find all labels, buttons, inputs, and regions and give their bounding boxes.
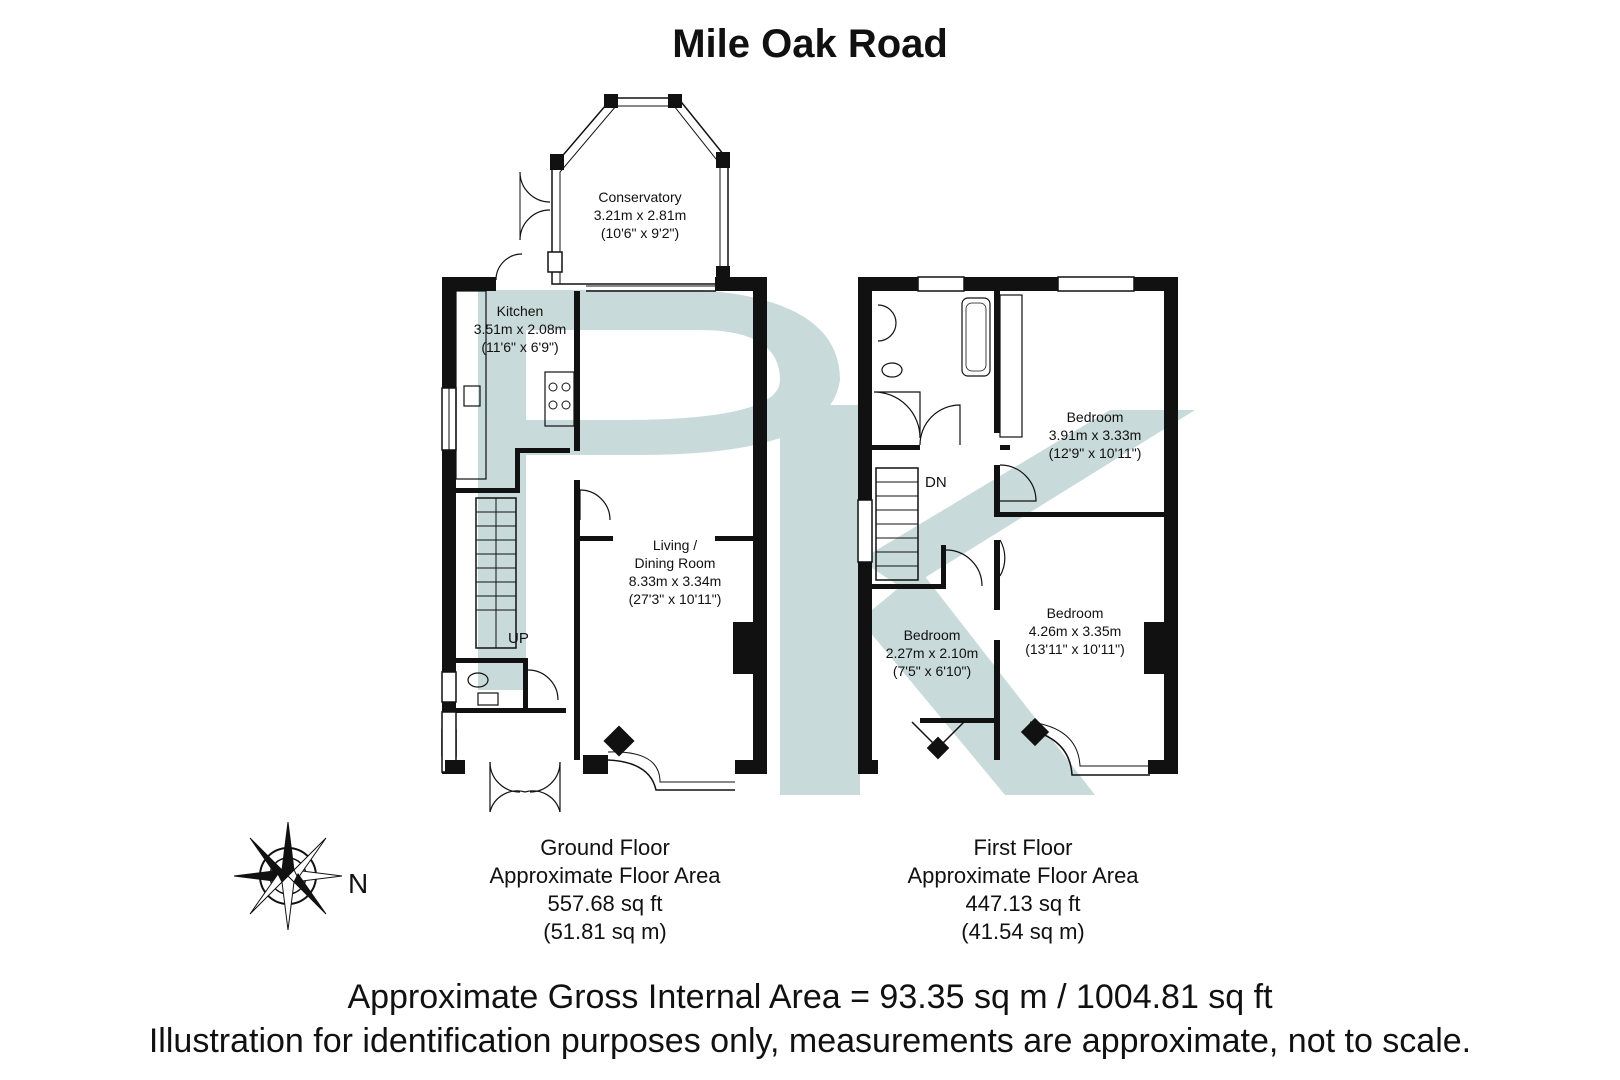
room-imperial: (12'9" x 10'11"): [1048, 445, 1142, 461]
room-name: Conservatory: [598, 189, 682, 205]
room-imperial: (13'11" x 10'11"): [1025, 641, 1125, 657]
room-name: Bedroom: [903, 627, 961, 643]
room-name: Dining Room: [634, 555, 716, 571]
ground-wall-bottom-right: [735, 760, 767, 774]
compass-rose: [233, 821, 343, 931]
bathtub: [961, 297, 991, 377]
floor-area-sqm: (51.81 sq m): [543, 919, 667, 944]
watermark-logo: [478, 290, 1195, 795]
room-name: Bedroom: [1066, 409, 1124, 425]
floor-area-sqm: (41.54 sq m): [961, 919, 1085, 944]
room-label-conservatory: Conservatory 3.21m x 2.81m (10'6" x 9'2"…: [570, 188, 710, 242]
room-label-bedroom-3: Bedroom 2.27m x 2.10m (7'5" x 6'10"): [872, 626, 992, 680]
floor-area-sqft: 447.13 sq ft: [965, 891, 1081, 916]
room-imperial: (27'3" x 10'11"): [628, 591, 722, 607]
room-metric: 3.51m x 2.08m: [473, 321, 567, 337]
room-metric: 4.26m x 3.35m: [1028, 623, 1122, 639]
first-floor-plan: [857, 276, 1178, 776]
compass-north-label: N: [348, 868, 369, 899]
wc-window: [441, 671, 457, 703]
floor-area-sqft: 557.68 sq ft: [547, 891, 663, 916]
stairs-down-label: DN: [925, 474, 947, 491]
room-label-living-dining: Living / Dining Room 8.33m x 3.34m (27'3…: [610, 536, 740, 608]
room-metric: 8.33m x 3.34m: [628, 573, 722, 589]
porch-doors: [489, 761, 561, 793]
ground-floor-plan: [441, 277, 767, 813]
ground-wall-top-left: [442, 277, 496, 291]
gross-internal-area: Approximate Gross Internal Area = 93.35 …: [347, 978, 1273, 1016]
first-top-window-right: [1057, 276, 1135, 292]
floor-name: First Floor: [973, 835, 1073, 860]
room-label-bedroom-2: Bedroom 4.26m x 3.35m (13'11" x 10'11"): [1010, 604, 1140, 658]
room-imperial: (10'6" x 9'2"): [600, 225, 680, 241]
page-title: Mile Oak Road: [672, 22, 948, 66]
room-metric: 3.91m x 3.33m: [1048, 427, 1142, 443]
room-metric: 3.21m x 2.81m: [593, 207, 687, 223]
room-imperial: (7'5" x 6'10"): [892, 663, 972, 679]
room-label-kitchen: Kitchen 3.51m x 2.08m (11'6" x 6'9"): [460, 302, 580, 356]
room-imperial: (11'6" x 6'9"): [481, 339, 559, 355]
room-name: Kitchen: [496, 303, 544, 319]
floor-name: Ground Floor: [540, 835, 670, 860]
ground-wall-right: [753, 277, 767, 774]
room-metric: 2.27m x 2.10m: [885, 645, 979, 661]
floor-area-label: Approximate Floor Area: [907, 863, 1139, 888]
room-name: Living /: [652, 537, 698, 553]
floor-area-label: Approximate Floor Area: [489, 863, 721, 888]
living-bay-window: [607, 759, 735, 791]
first-floor-summary: First Floor Approximate Floor Area 447.1…: [878, 834, 1168, 946]
room-label-bedroom-1: Bedroom 3.91m x 3.33m (12'9" x 10'11"): [1030, 408, 1160, 462]
disclaimer: Illustration for identification purposes…: [148, 1022, 1472, 1060]
ground-floor-summary: Ground Floor Approximate Floor Area 557.…: [460, 834, 750, 946]
conservatory-plan: [495, 94, 730, 286]
room-name: Bedroom: [1046, 605, 1104, 621]
conservatory-doors: [519, 171, 551, 241]
first-top-window-left: [917, 276, 965, 292]
stairs-up-label: UP: [508, 630, 529, 647]
